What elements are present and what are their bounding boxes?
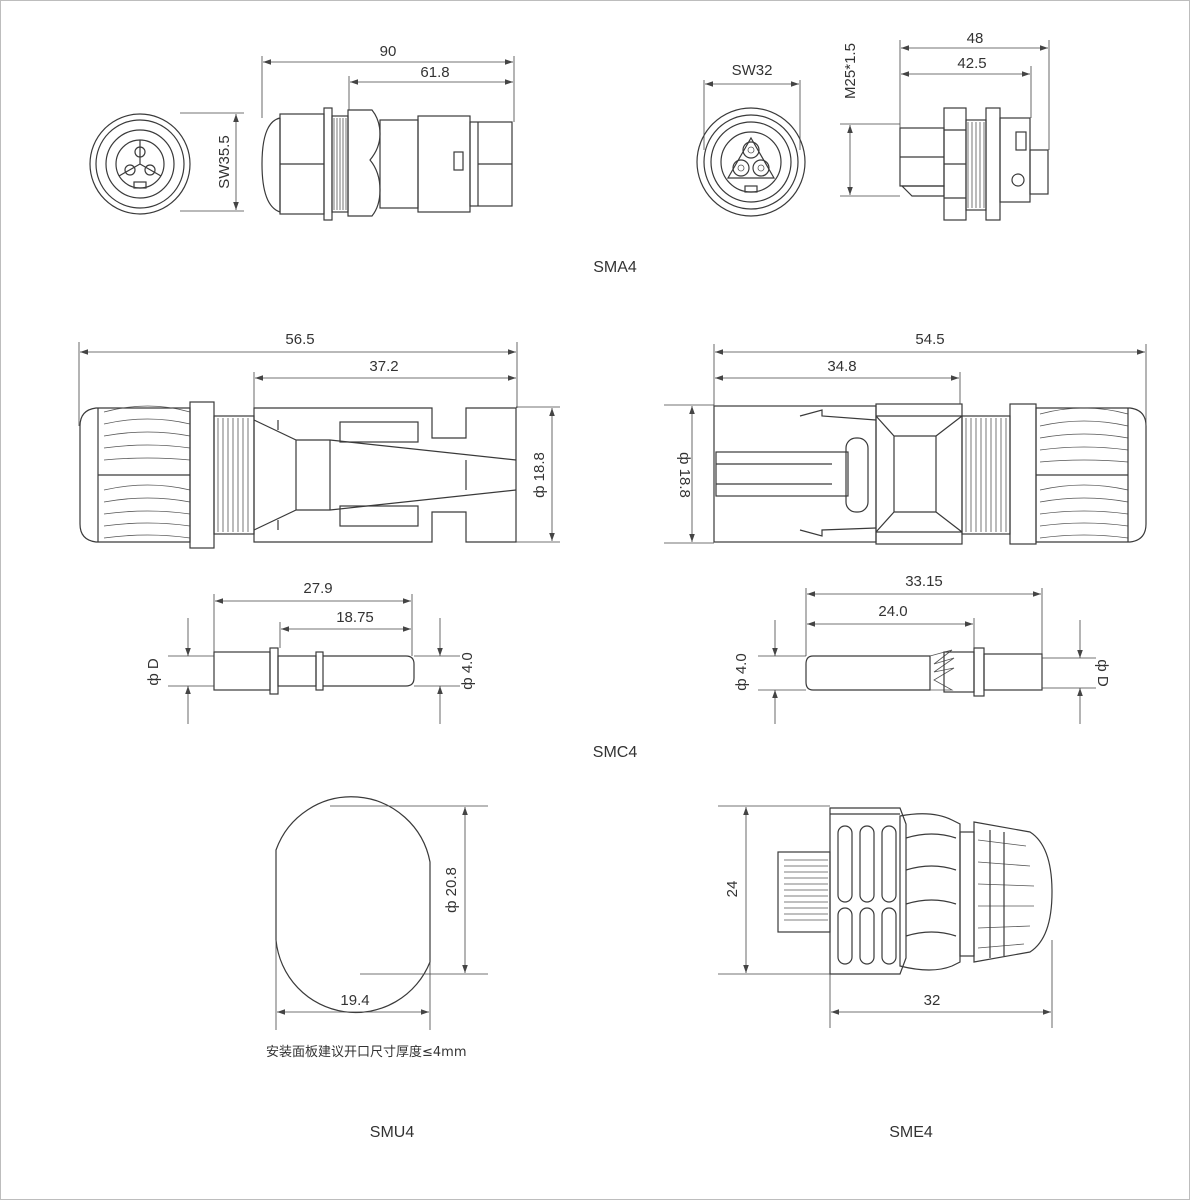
smc4-right-pin-overall: 33.15 (905, 573, 943, 590)
smc4-male-body (79, 401, 517, 549)
smc4-right-pin (805, 647, 1043, 697)
sma4-plug-sw-dimension: SW35.5 (180, 112, 244, 212)
sma4-plug-partial-length: 61.8 (420, 64, 449, 81)
sme4-dimensions: 24 32 (718, 805, 1053, 1028)
smu4-diameter: ф 20.8 (443, 867, 460, 913)
sme4-length: 32 (924, 992, 941, 1009)
smc4-right-pin-dia: ф 4.0 (733, 653, 750, 690)
smc4-left-pin-d-label: ф D (145, 658, 162, 686)
smc4-left-pin-dimensions: 27.9 18.75 ф D ф 4.0 (145, 580, 476, 724)
smc4-female-overall-length: 54.5 (915, 331, 944, 348)
smu4-panel-cutout (275, 796, 431, 1014)
smc4-left-pin-partial: 18.75 (336, 609, 374, 626)
smc4-left-pin-dia: ф 4.0 (459, 652, 476, 689)
smc4-male-partial-length: 37.2 (369, 358, 398, 375)
smc4-male-diameter: ф 18.8 (531, 452, 548, 498)
sma4-caption: SMA4 (593, 259, 637, 276)
smu4-dimensions: ф 20.8 19.4 (275, 805, 488, 1030)
sma4-socket-overall-length: 48 (967, 30, 984, 47)
smc4-right-pin-d-label: ф D (1094, 659, 1111, 687)
smu4-note: 安装面板建议开口尺寸厚度≤4mm (266, 1044, 467, 1060)
sma4-socket-sw-label: SW32 (732, 62, 773, 79)
smc4-right-pin-dimensions: 33.15 24.0 ф 4.0 ф D (733, 573, 1111, 724)
smc4-left-pin (213, 647, 415, 695)
smu4-width: 19.4 (340, 992, 369, 1009)
sma4-plug-overall-length: 90 (380, 43, 397, 60)
sma4-socket-sw-dimension: SW32 (703, 62, 801, 150)
sma4-socket-front-view (696, 107, 806, 217)
smc4-right-pin-partial: 24.0 (878, 603, 907, 620)
smu4-caption: SMU4 (370, 1124, 415, 1141)
sma4-plug-front-view (89, 113, 191, 215)
sma4-socket-partial-length: 42.5 (957, 55, 986, 72)
smc4-female-dimensions: 54.5 34.8 ф 18.8 (664, 331, 1147, 544)
smc4-female-partial-length: 34.8 (827, 358, 856, 375)
sma4-socket-dimensions: 48 42.5 M25*1.5 (840, 30, 1050, 197)
sme4-caption: SME4 (889, 1124, 933, 1141)
smc4-male-dimensions: 56.5 37.2 ф 18.8 (78, 331, 560, 543)
sma4-socket-side-view (899, 107, 1049, 221)
sma4-plug-side-view (261, 107, 513, 221)
smc4-female-diameter: ф 18.8 (676, 452, 693, 498)
smc4-male-overall-length: 56.5 (285, 331, 314, 348)
sma4-socket-thread-label: M25*1.5 (842, 43, 859, 99)
smc4-caption: SMC4 (593, 744, 638, 761)
sma4-plug-sw-label: SW35.5 (216, 135, 233, 188)
sma4-plug-length-dimensions: 90 61.8 (261, 43, 515, 122)
sme4-height: 24 (724, 881, 741, 898)
smc4-left-pin-overall: 27.9 (303, 580, 332, 597)
smc4-female-body (713, 403, 1147, 545)
sme4-body (777, 807, 1053, 975)
